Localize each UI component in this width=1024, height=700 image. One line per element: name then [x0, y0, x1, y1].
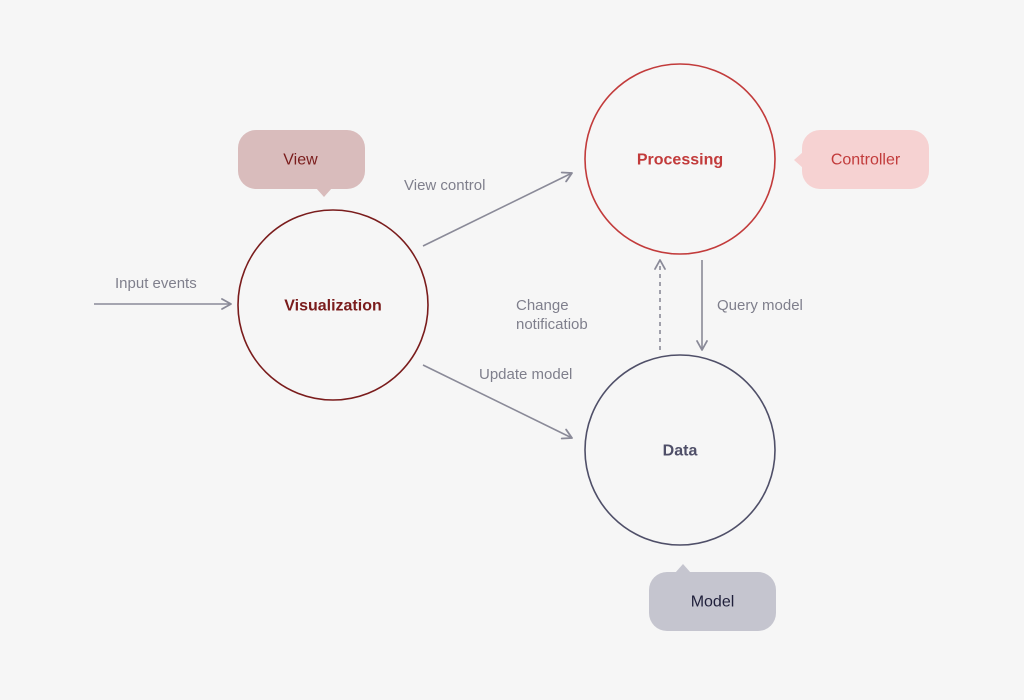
processing-node: Processing	[584, 63, 776, 255]
model-bubble-label: Model	[691, 594, 735, 611]
data-node-label: Data	[663, 443, 698, 460]
update-model-label: Update model	[479, 366, 572, 383]
view-control-arrow	[422, 171, 573, 247]
change-notification-label-line2: notificatiob	[516, 316, 588, 333]
visualization-node-label: Visualization	[284, 298, 382, 315]
model-bubble: Model	[649, 564, 776, 631]
data-node: Data	[584, 354, 776, 546]
controller-bubble-label: Controller	[831, 152, 901, 169]
processing-node-label: Processing	[637, 152, 723, 169]
query-model-label: Query model	[717, 297, 803, 314]
update-model-arrow	[422, 364, 573, 440]
visualization-node: Visualization	[237, 209, 429, 401]
change-notification-label-line1: Change	[516, 297, 569, 314]
view-bubble-label: View	[283, 152, 318, 169]
view-control-label: View control	[404, 177, 485, 194]
controller-bubble: Controller	[794, 130, 929, 189]
input-events-label: Input events	[115, 275, 197, 292]
view-bubble: View	[238, 130, 365, 197]
